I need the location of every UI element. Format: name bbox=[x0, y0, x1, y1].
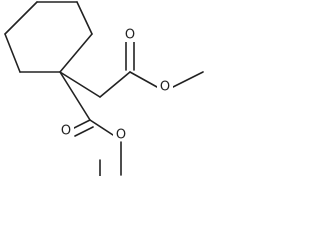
bottom-ether-oxygen-bg bbox=[113, 128, 129, 142]
ch2-bond bbox=[59, 71, 101, 98]
skeletal-formula: O O O O bbox=[4, 1, 204, 176]
top-ether-oxygen-label: O bbox=[160, 80, 170, 95]
top-ester-oxygen-bond bbox=[129, 71, 158, 88]
bottom-carbonyl-double-bond-a bbox=[71, 119, 91, 130]
bottom-carbonyl-double-bond-b bbox=[74, 126, 94, 137]
ring-to-bottom-carbonyl-bond bbox=[59, 71, 91, 121]
bottom-ester-oxygen-bond bbox=[89, 119, 114, 136]
top-carbonyl-oxygen-label: O bbox=[125, 28, 135, 43]
ch2-to-carbonyl-bond bbox=[99, 71, 131, 98]
bottom-carbonyl-oxygen-label: O bbox=[61, 124, 71, 139]
structure-canvas: O O O O bbox=[0, 0, 206, 176]
top-carbonyl-oxygen-bg bbox=[122, 28, 138, 42]
bottom-carbonyl-oxygen-bg bbox=[58, 124, 74, 138]
ring-bond-3 bbox=[76, 1, 93, 35]
ring-bond-1 bbox=[4, 1, 38, 35]
top-methyl-bond bbox=[172, 71, 204, 88]
top-ether-oxygen-bg bbox=[157, 80, 173, 94]
bottom-ether-oxygen-label: O bbox=[116, 128, 126, 143]
ring-bond-4 bbox=[59, 33, 93, 73]
ring-bond-6 bbox=[4, 33, 21, 73]
